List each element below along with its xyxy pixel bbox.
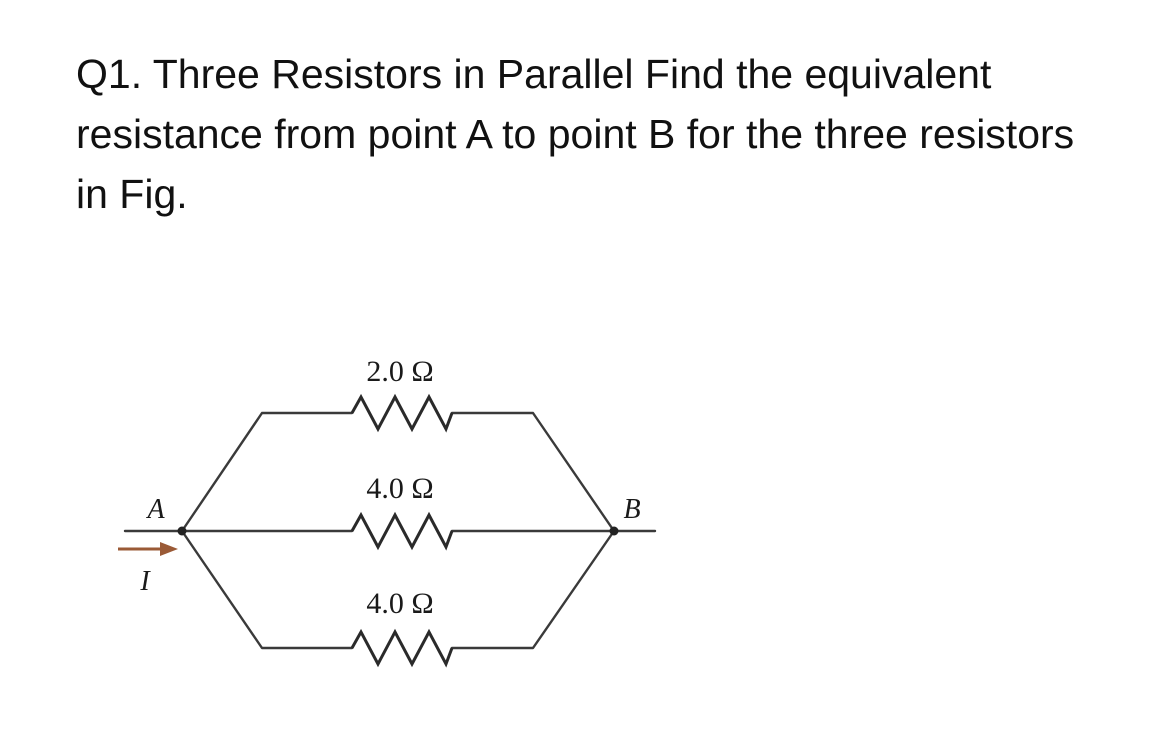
resistor-middle [350, 511, 454, 551]
question-text: Q1. Three Resistors in Parallel Find the… [76, 51, 1075, 217]
wire-top-branch [180, 411, 354, 533]
junction-a [177, 526, 187, 536]
resistor-middle-label: 4.0 Ω [366, 472, 433, 505]
node-a-label: A [145, 494, 165, 525]
resistor-bottom-label: 4.0 Ω [366, 587, 433, 620]
node-b-label: B [623, 494, 640, 525]
wire-top-branch-right [450, 411, 616, 533]
current-arrow-head [160, 542, 178, 556]
resistor-top-label: 2.0 Ω [366, 355, 433, 388]
wire-bottom-branch [180, 529, 354, 650]
resistor-bottom [350, 628, 454, 668]
junction-b [609, 526, 619, 536]
current-label: I [139, 566, 151, 597]
resistor-top [350, 393, 454, 433]
wire-bottom-branch-right [450, 529, 616, 650]
